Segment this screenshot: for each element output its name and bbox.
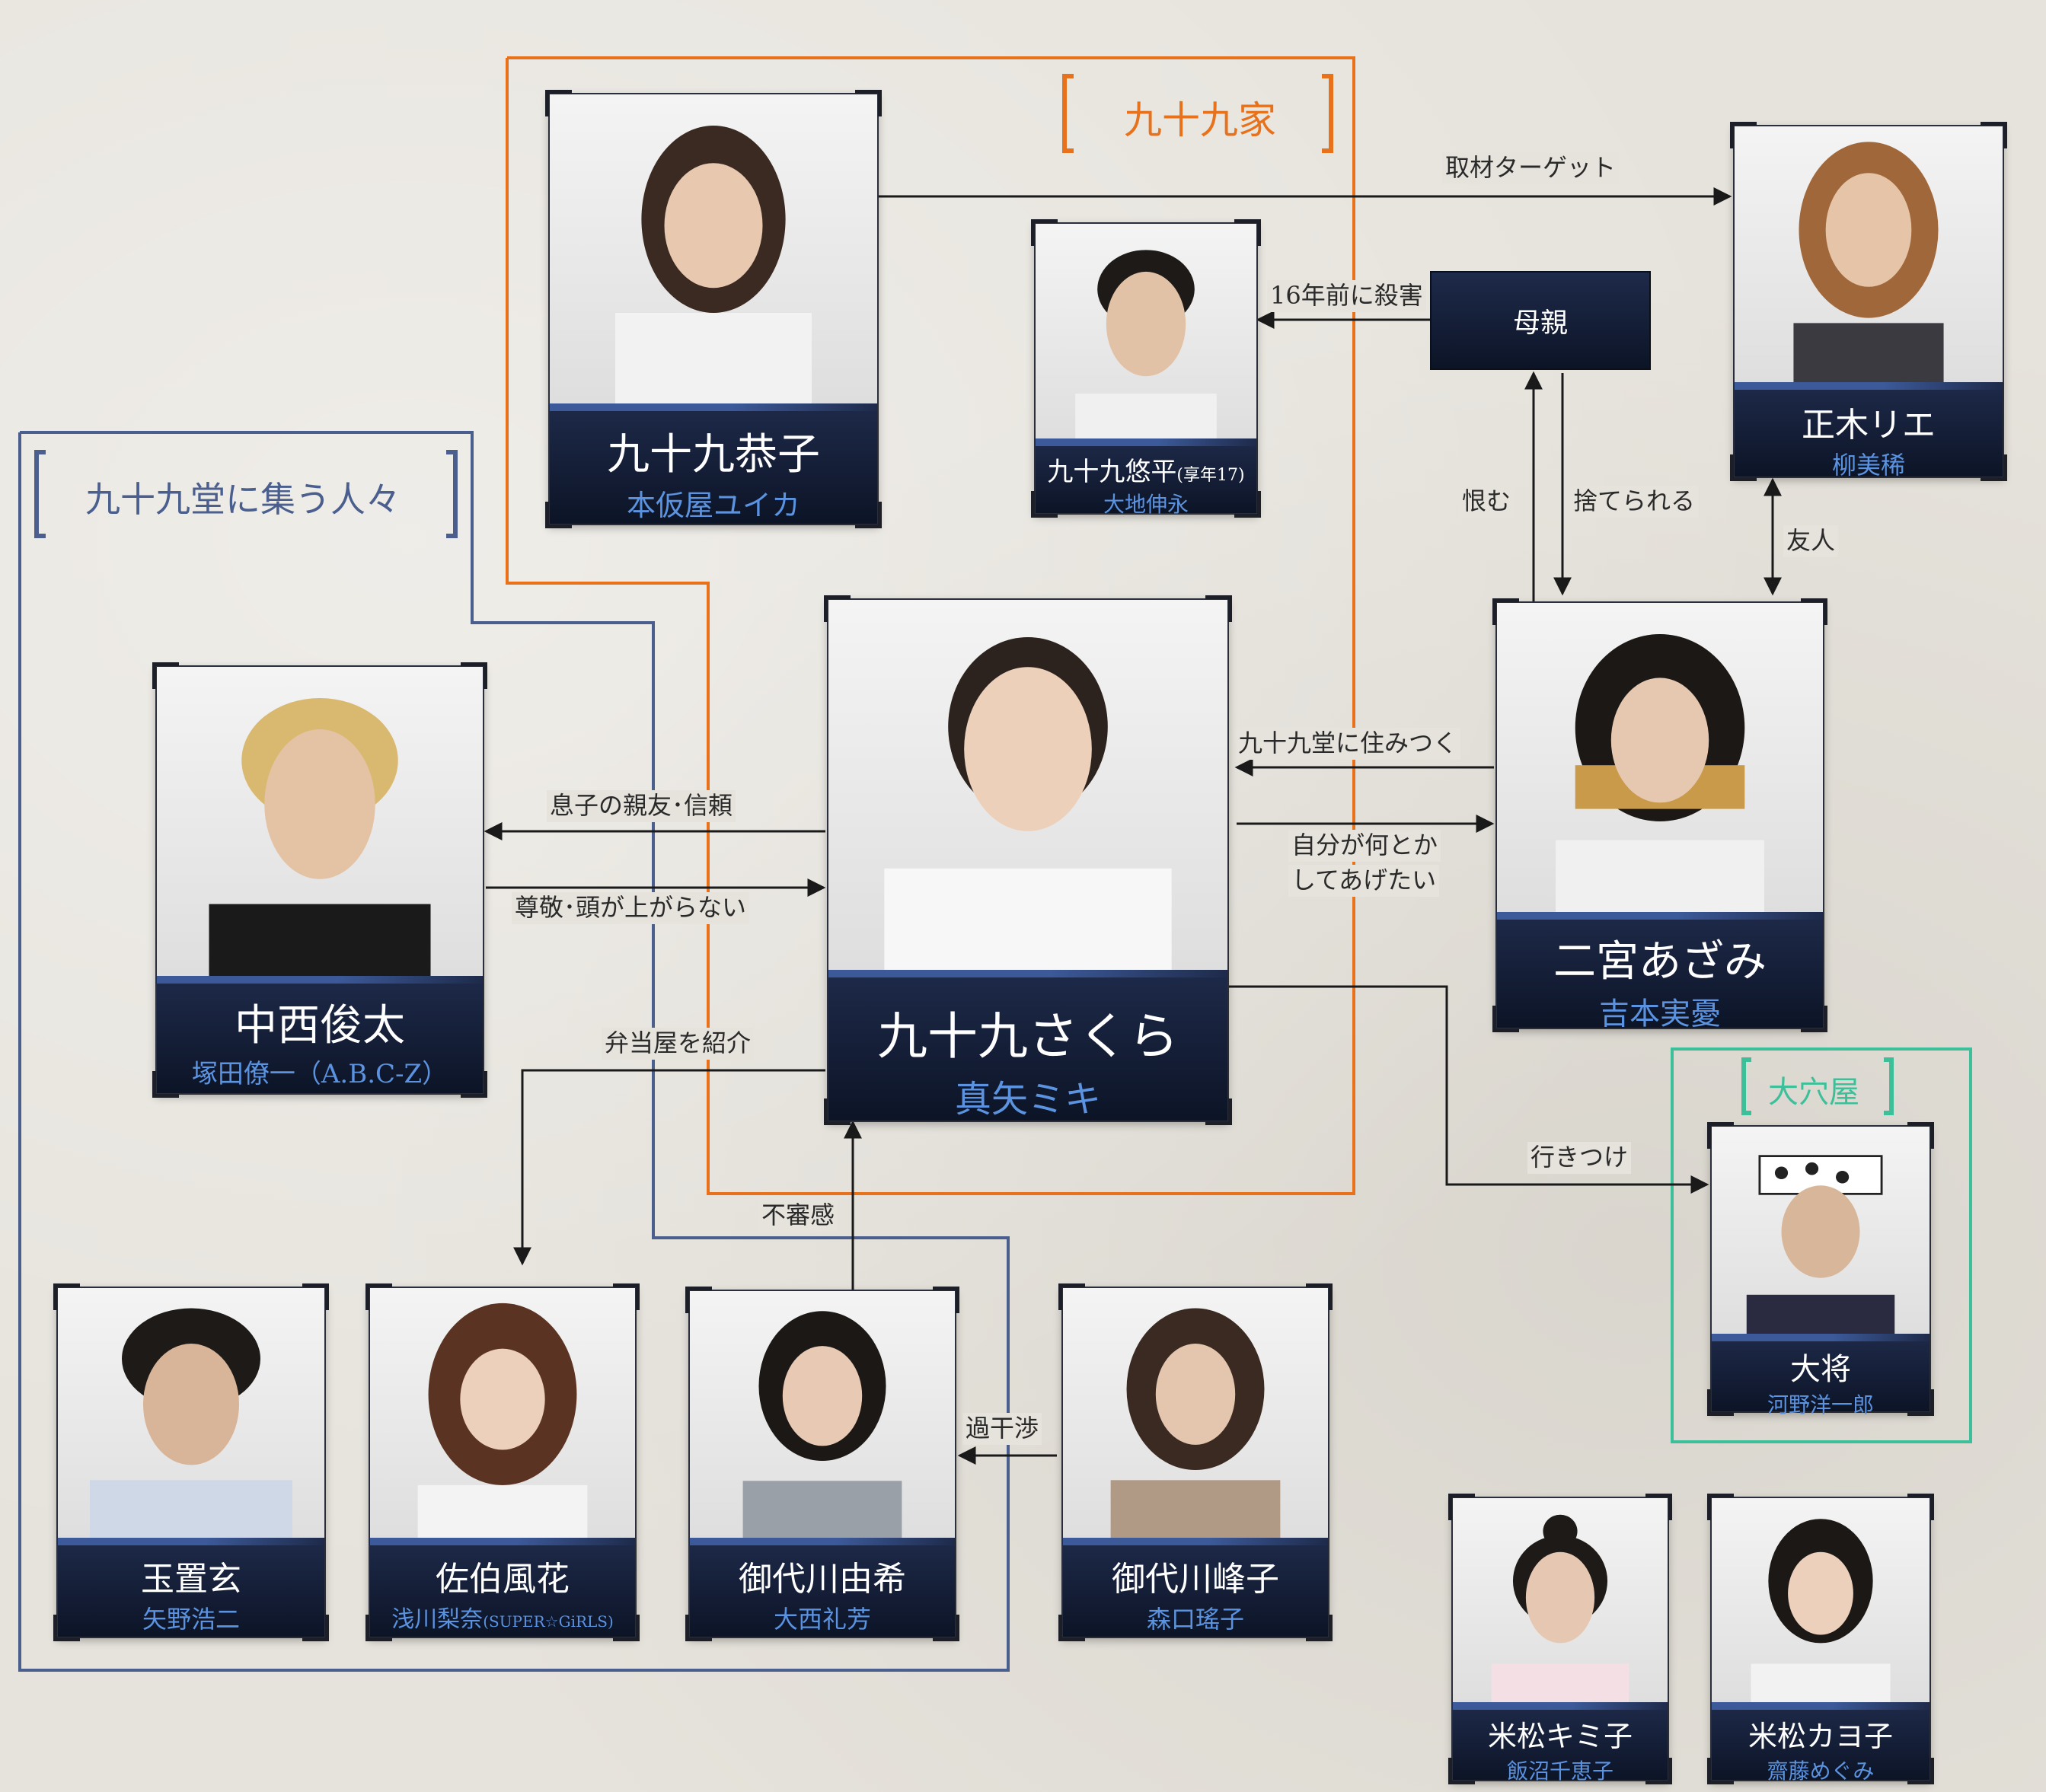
character-name: 米松カヨ子 xyxy=(1748,1720,1893,1753)
character-name: 米松キミ子 xyxy=(1487,1720,1633,1753)
rel-rie-azami: 友人 xyxy=(1783,525,1839,557)
photo-kimiko xyxy=(1453,1498,1668,1705)
character-name: 九十九恭子 xyxy=(607,430,820,480)
age-note: (享年17) xyxy=(1176,466,1245,485)
card-yuhei: 九十九悠平(享年17) 大地伸永 xyxy=(1031,219,1261,518)
card-yuki: 御代川由希 大西礼芳 xyxy=(685,1287,959,1641)
actor-name: 柳美稀 xyxy=(1831,451,1905,480)
rel-mother-yuhei: 16年前に殺害 xyxy=(1267,280,1426,312)
card-taisho: 大将 河野洋一郎 xyxy=(1707,1122,1934,1417)
photo-fuka xyxy=(370,1288,635,1541)
rel-azami-mother: 恨む xyxy=(1459,486,1515,518)
rel-sakura-azami-1: 自分が何とか xyxy=(1288,830,1441,862)
photo-rie xyxy=(1735,126,2003,385)
photo-kayoko xyxy=(1712,1498,1929,1705)
actor-name: 浅川梨奈(SUPER☆GiRLS) xyxy=(391,1606,614,1633)
photo-yuki xyxy=(690,1291,955,1541)
photo-taisho xyxy=(1712,1127,1929,1337)
actor-name: 矢野浩二 xyxy=(142,1605,240,1634)
rel-shunta-sakura: 尊敬･頭が上がらない xyxy=(512,892,750,924)
photo-shunta xyxy=(157,667,483,979)
card-gen: 玉置玄 矢野浩二 xyxy=(53,1283,329,1641)
photo-kyoko xyxy=(550,94,877,407)
actor-name: 河野洋一郎 xyxy=(1767,1392,1874,1417)
photo-gen xyxy=(58,1288,324,1541)
character-name: 中西俊太 xyxy=(235,1001,405,1051)
rel-kyoko-rie: 取材ターゲット xyxy=(1442,152,1620,184)
card-shunta: 中西俊太 塚田僚一（A.B.C-Z） xyxy=(152,662,487,1098)
rel-mother-azami: 捨てられる xyxy=(1570,486,1699,518)
rel-sakura-fuka: 弁当屋を紹介 xyxy=(602,1028,755,1060)
card-kayoko: 米松カヨ子 齋藤めぐみ xyxy=(1707,1494,1934,1784)
photo-yuhei xyxy=(1036,224,1256,442)
photo-mineko xyxy=(1063,1288,1328,1541)
card-kimiko: 米松キミ子 飯沼千恵子 xyxy=(1448,1494,1672,1784)
rel-sakura-taisho: 行きつけ xyxy=(1527,1142,1632,1174)
actor-name: 齋藤めぐみ xyxy=(1767,1759,1875,1784)
card-azami: 二宮あざみ 吉本実憂 xyxy=(1492,598,1827,1032)
character-name: 佐伯風花 xyxy=(436,1560,570,1599)
photo-azami xyxy=(1497,603,1823,915)
rel-sakura-azami-2: してあげたい xyxy=(1288,865,1440,897)
tsukumo-family-label: 九十九家 xyxy=(1124,98,1276,142)
rel-yuki-sakura: 不審感 xyxy=(758,1200,838,1232)
mother-box: 母親 xyxy=(1430,271,1651,370)
character-name: 玉置玄 xyxy=(141,1560,241,1599)
character-name: 九十九さくら xyxy=(877,1007,1179,1066)
character-name: 大将 xyxy=(1790,1352,1851,1387)
character-name: 御代川峰子 xyxy=(1112,1560,1279,1599)
character-name: 御代川由希 xyxy=(739,1560,906,1599)
character-name: 正木リエ xyxy=(1802,406,1936,445)
oanaya-label: 大穴屋 xyxy=(1768,1075,1859,1110)
actor-name: 塚田僚一（A.B.C-Z） xyxy=(191,1059,448,1089)
oanaya-frame xyxy=(1671,1047,1972,1443)
tsukumodo-people-frame xyxy=(18,431,1010,1672)
actor-name: 吉本実憂 xyxy=(1599,996,1721,1032)
character-name: 二宮あざみ xyxy=(1553,937,1767,987)
rel-sakura-shunta: 息子の親友･信頼 xyxy=(547,790,736,822)
actor-name: 飯沼千恵子 xyxy=(1506,1759,1613,1784)
rel-mineko-yuki: 過干渉 xyxy=(962,1413,1042,1445)
card-sakura: 九十九さくら 真矢ミキ xyxy=(824,595,1232,1125)
actor-name: 大地伸永 xyxy=(1103,492,1189,517)
tsukumo-family-frame xyxy=(506,56,1355,1195)
card-rie: 正木リエ 柳美稀 xyxy=(1730,122,2007,481)
actor-name: 真矢ミキ xyxy=(954,1078,1101,1121)
actor-name: 本仮屋ユイカ xyxy=(626,489,800,522)
actor-name: 大西礼芳 xyxy=(773,1605,871,1634)
tsukumodo-people-label: 九十九堂に集う人々 xyxy=(85,479,401,520)
card-fuka: 佐伯風花 浅川梨奈(SUPER☆GiRLS) xyxy=(365,1283,640,1641)
actor-name: 森口瑤子 xyxy=(1146,1605,1244,1634)
photo-sakura xyxy=(828,600,1227,973)
character-name: 九十九悠平(享年17) xyxy=(1047,457,1245,487)
card-kyoko: 九十九恭子 本仮屋ユイカ xyxy=(545,90,882,528)
card-mineko: 御代川峰子 森口瑤子 xyxy=(1058,1283,1333,1641)
actor-note: (SUPER☆GiRLS) xyxy=(483,1612,614,1631)
rel-azami-sakura: 九十九堂に住みつく xyxy=(1235,728,1461,760)
